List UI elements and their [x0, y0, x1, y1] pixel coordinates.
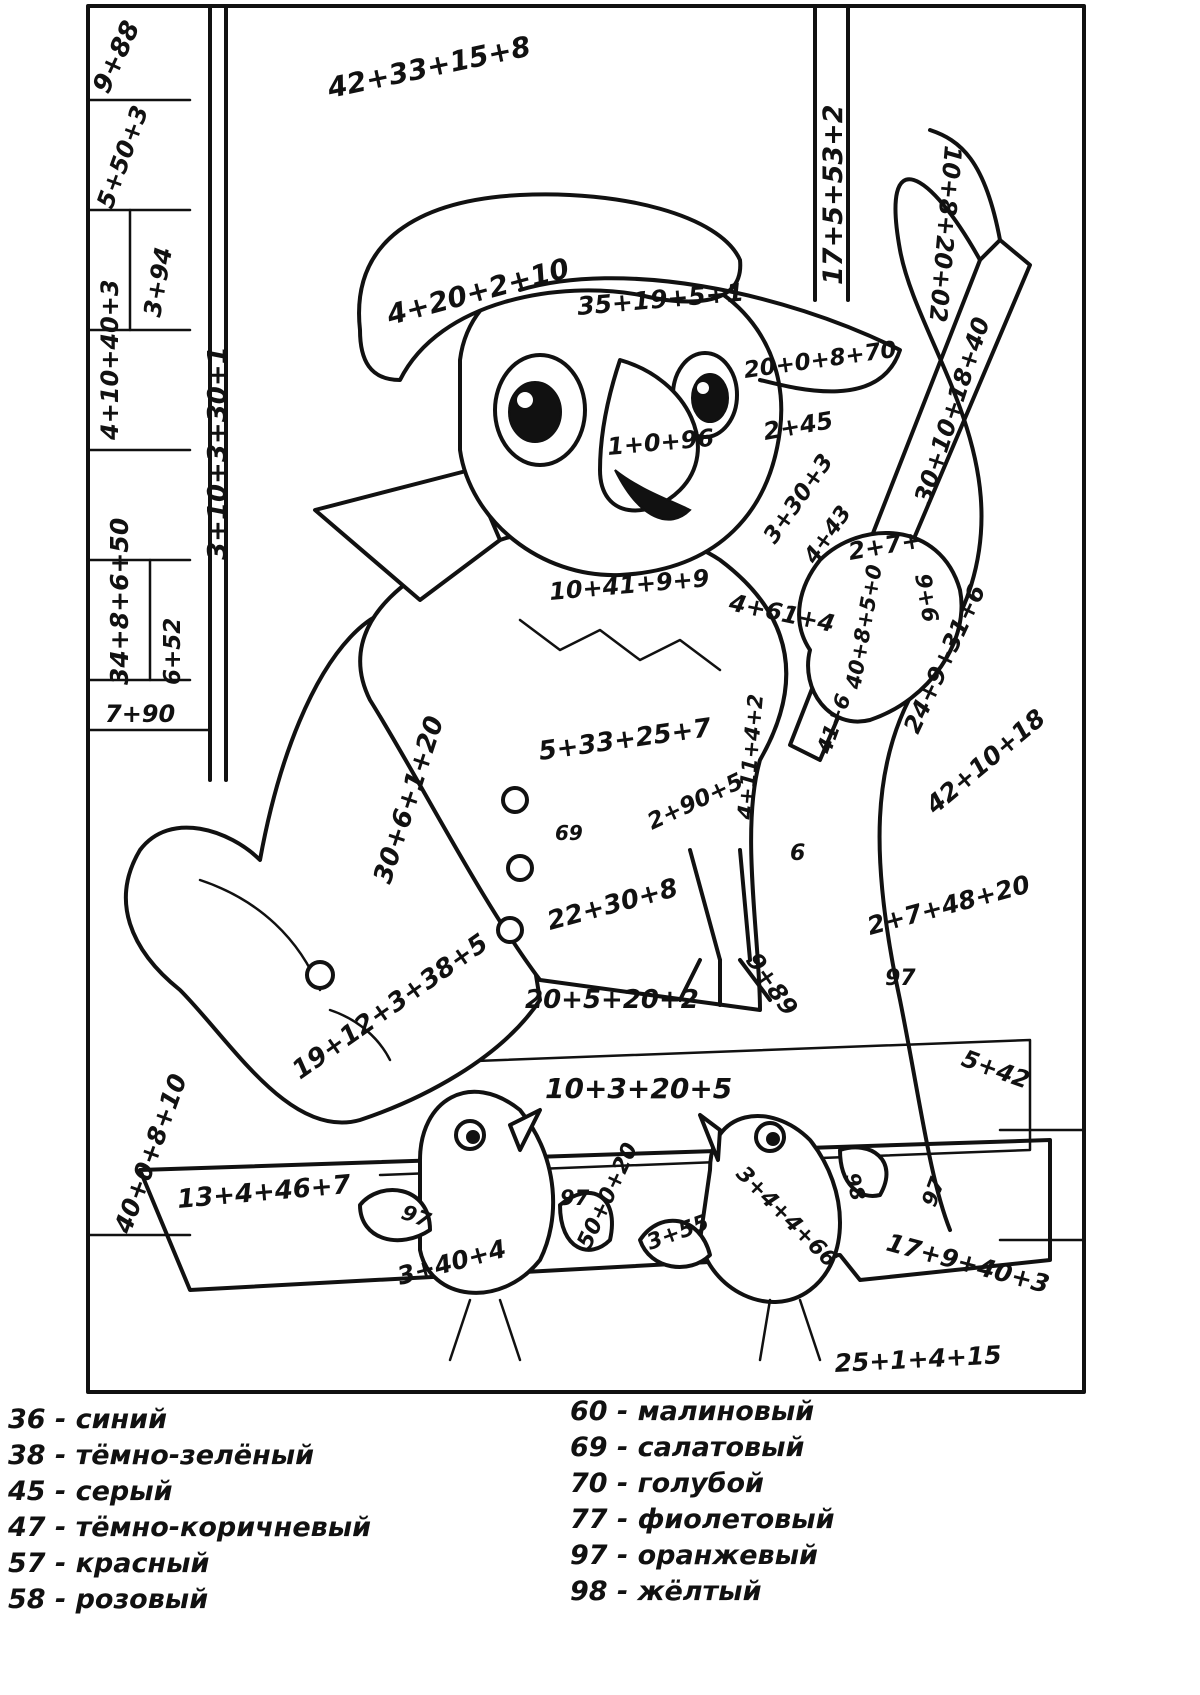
expression-label: 17+5+53+2 [818, 104, 849, 285]
legend-item: 45 - серый [7, 1476, 173, 1507]
expression-label: 3+94 [138, 245, 178, 319]
expression-label: 42+33+15+8 [324, 30, 534, 105]
expression-label: 10+8+20+02 [924, 144, 967, 323]
legend-item: 70 - голубой [570, 1468, 764, 1499]
expression-label: 6 [790, 841, 805, 866]
legend-item: 97 - оранжевый [570, 1540, 818, 1571]
expression-label: 2+7+48+20 [864, 870, 1033, 941]
legend-item: 58 - розовый [8, 1584, 208, 1615]
expression-label: 7+90 [105, 700, 175, 728]
legend-item: 69 - салатовый [570, 1432, 804, 1463]
expression-label: 97 [885, 966, 916, 991]
expression-label: 13+4+46+7 [176, 1170, 353, 1215]
legend-item: 38 - тёмно-зелёный [8, 1440, 314, 1471]
expression-label: 5+42 [958, 1044, 1034, 1094]
legend-item: 47 - тёмно-коричневый [7, 1512, 371, 1543]
expression-label: 97 [917, 1174, 950, 1210]
legend-right-column: 60 - малиновый 69 - салатовый 70 - голуб… [570, 1396, 835, 1607]
expression-label: 34+8+6+50 [105, 518, 134, 685]
legend-left-column: 36 - синий 38 - тёмно-зелёный 45 - серый… [7, 1404, 371, 1615]
expression-label: 6+52 [160, 618, 186, 685]
expression-label: 5+50+3 [91, 102, 154, 212]
picture-frame [86, 4, 1086, 1394]
legend-item: 57 - красный [8, 1548, 210, 1579]
expression-label: 42+10+18 [919, 703, 1050, 820]
legend-item: 77 - фиолетовый [570, 1504, 835, 1535]
expression-label: 20+5+20+2 [525, 985, 699, 1015]
expression-label: 17+9+40+3 [883, 1228, 1052, 1299]
expression-label: 4+10+40+3 [96, 279, 124, 441]
expression-label: 10+3+20+5 [545, 1072, 732, 1105]
window-frame [86, 4, 1086, 1292]
expression-label: 9+88 [87, 16, 146, 98]
expression-label: 97 [560, 1186, 590, 1210]
expression-label: 69 [555, 821, 583, 845]
expression-label: 3+10+3+30+1 [203, 346, 233, 560]
legend-item: 98 - жёлтый [570, 1576, 762, 1607]
legend-item: 36 - синий [8, 1404, 167, 1435]
small-birds [358, 1089, 889, 1362]
owl-character [313, 192, 964, 1012]
color-legend: 36 - синий 38 - тёмно-зелёный 45 - серый… [7, 1396, 835, 1615]
expression-label: 25+1+4+15 [834, 1340, 1003, 1378]
legend-item: 60 - малиновый [570, 1396, 814, 1427]
